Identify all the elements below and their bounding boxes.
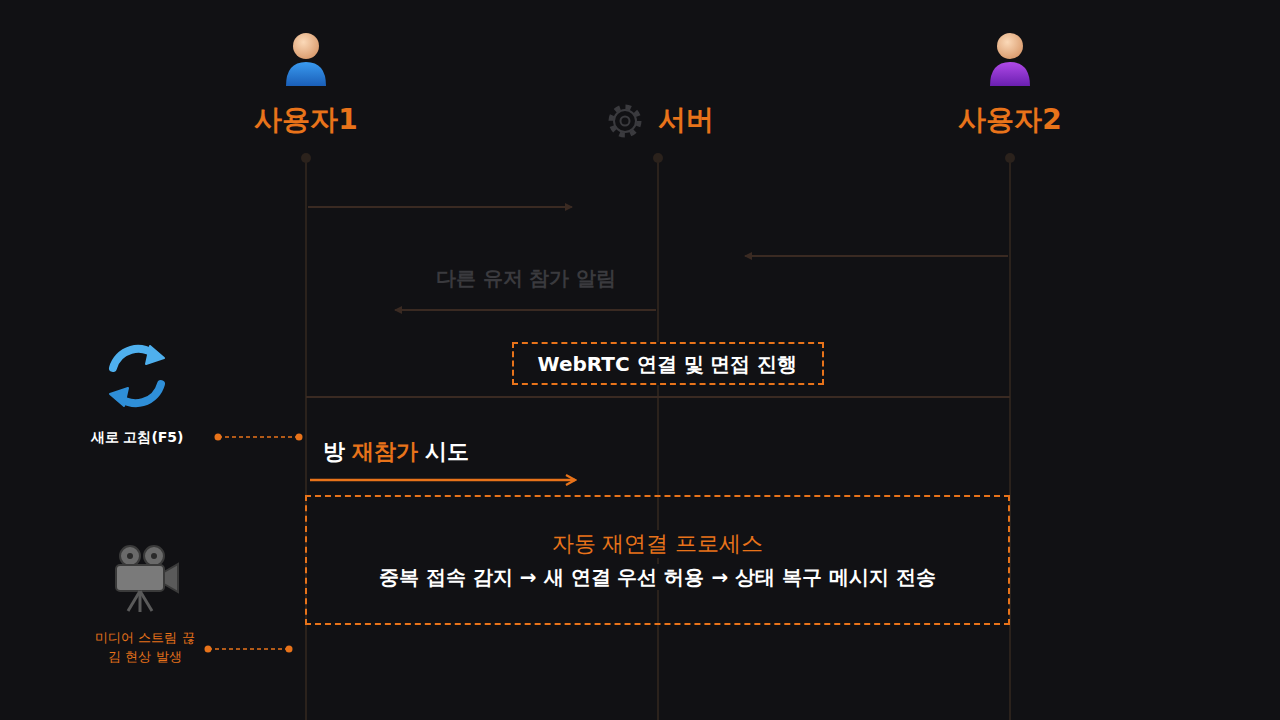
message-arrow (395, 309, 656, 311)
lifeline-dot (301, 153, 311, 163)
lifeline-dot (653, 153, 663, 163)
camera-icon (116, 546, 178, 612)
user-icon (286, 33, 326, 86)
leader-line (205, 646, 293, 653)
process-group-box: 자동 재연결 프로세스중복 접속 감지 → 새 연결 우선 허용 → 상태 복구… (305, 495, 1010, 625)
lifeline (305, 158, 307, 720)
actor-name: 사용자1 (254, 103, 357, 137)
message-label: 방 (323, 439, 345, 465)
message-label: 다른 유저 참가 알림 (436, 266, 617, 290)
actor-name: 사용자2 (958, 103, 1061, 137)
lifeline (1009, 158, 1011, 720)
message-arrow (308, 206, 572, 208)
actor-name: 서버 (658, 103, 714, 137)
box-heading: WebRTC 연결 및 면접 진행 (532, 351, 804, 377)
message-label: 시도 (425, 439, 469, 465)
message-arrow (745, 255, 1008, 257)
message-label: 재참가 (352, 439, 418, 465)
process-box: WebRTC 연결 및 면접 진행 (512, 342, 824, 385)
box-heading: 자동 재연결 프로세스 (546, 530, 770, 558)
lifelines (301, 153, 1015, 720)
event-label: 새로 고침(F5) (91, 429, 184, 446)
rejoin-arrow (310, 479, 575, 482)
gear-icon (611, 107, 639, 135)
message-label-row: 방 재참가 시도 (323, 439, 469, 465)
connection-line (306, 396, 1010, 398)
refresh-icon (110, 346, 164, 406)
event-label: 미디어 스트림 끊김 현상 발생 (90, 629, 200, 667)
user-icon (990, 33, 1030, 86)
leader-line (215, 434, 303, 441)
lifeline-dot (1005, 153, 1015, 163)
lifeline (657, 158, 659, 720)
box-body: 중복 접속 감지 → 새 연결 우선 허용 → 상태 복구 메시지 전송 (373, 564, 942, 590)
